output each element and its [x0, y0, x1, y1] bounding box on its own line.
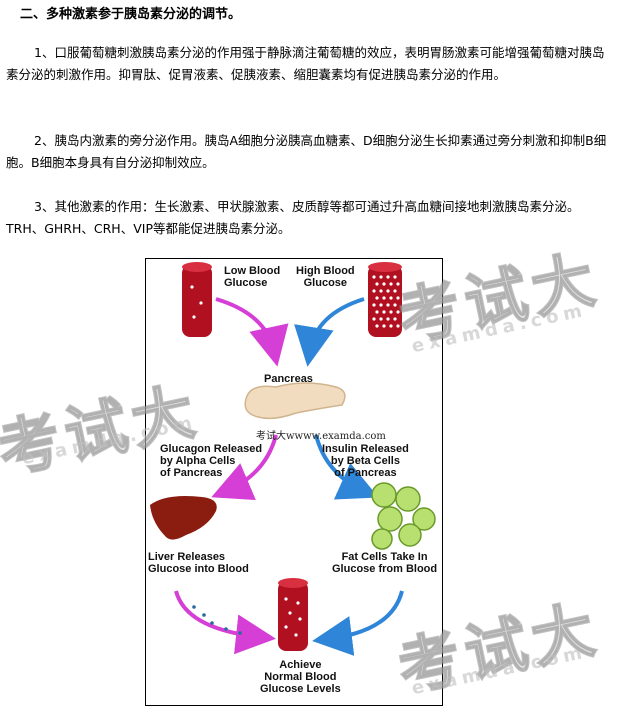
high-glucose-tube-icon	[368, 262, 402, 337]
arrow-high-to-pancreas	[294, 297, 365, 367]
arrow-liver-to-blood	[174, 590, 276, 655]
arrow-pancreas-to-liver	[211, 434, 278, 501]
pancreas-icon	[244, 382, 346, 420]
insulin-label: Insulin Released by Beta Cells of Pancre…	[322, 443, 409, 479]
arrow-pancreas-to-fat	[314, 434, 379, 500]
pancreas-label: Pancreas	[264, 373, 313, 385]
low-glucose-tube-icon	[182, 262, 212, 337]
liver-label: Liver Releases Glucose into Blood	[148, 551, 249, 575]
fat-label: Fat Cells Take In Glucose from Blood	[332, 551, 438, 575]
glucose-regulation-diagram: Low Blood Glucose High Blood Glucose Pan…	[145, 258, 443, 706]
achieve-label: Achieve Normal Blood Glucose Levels	[260, 659, 341, 695]
arrow-fat-to-blood	[312, 590, 404, 656]
high-glucose-label: High Blood Glucose	[296, 265, 355, 289]
paragraph-3: 3、其他激素的作用：生长激素、甲状腺激素、皮质醇等都可通过升高血糖间接地刺激胰岛…	[6, 199, 580, 236]
fat-cells-icon	[371, 482, 436, 550]
site-watermark: 考试大wwww.examda.com	[256, 431, 386, 442]
paragraph-2: 2、胰岛内激素的旁分泌作用。胰岛A细胞分泌胰高血糖素、D细胞分泌生长抑素通过旁分…	[6, 133, 607, 170]
paragraph-1: 1、口服葡萄糖刺激胰岛素分泌的作用强于静脉滴注葡萄糖的效应，表明胃肠激素可能增强…	[6, 45, 605, 82]
diagram-graphics	[150, 262, 436, 656]
glucagon-label: Glucagon Released by Alpha Cells of Panc…	[160, 443, 263, 479]
low-glucose-label: Low Blood Glucose	[224, 265, 281, 289]
arrow-low-to-pancreas	[215, 297, 289, 367]
normal-glucose-tube-icon	[278, 578, 308, 651]
liver-icon	[150, 496, 217, 540]
section-heading: 二、多种激素参于胰岛素分泌的调节。	[20, 7, 242, 22]
